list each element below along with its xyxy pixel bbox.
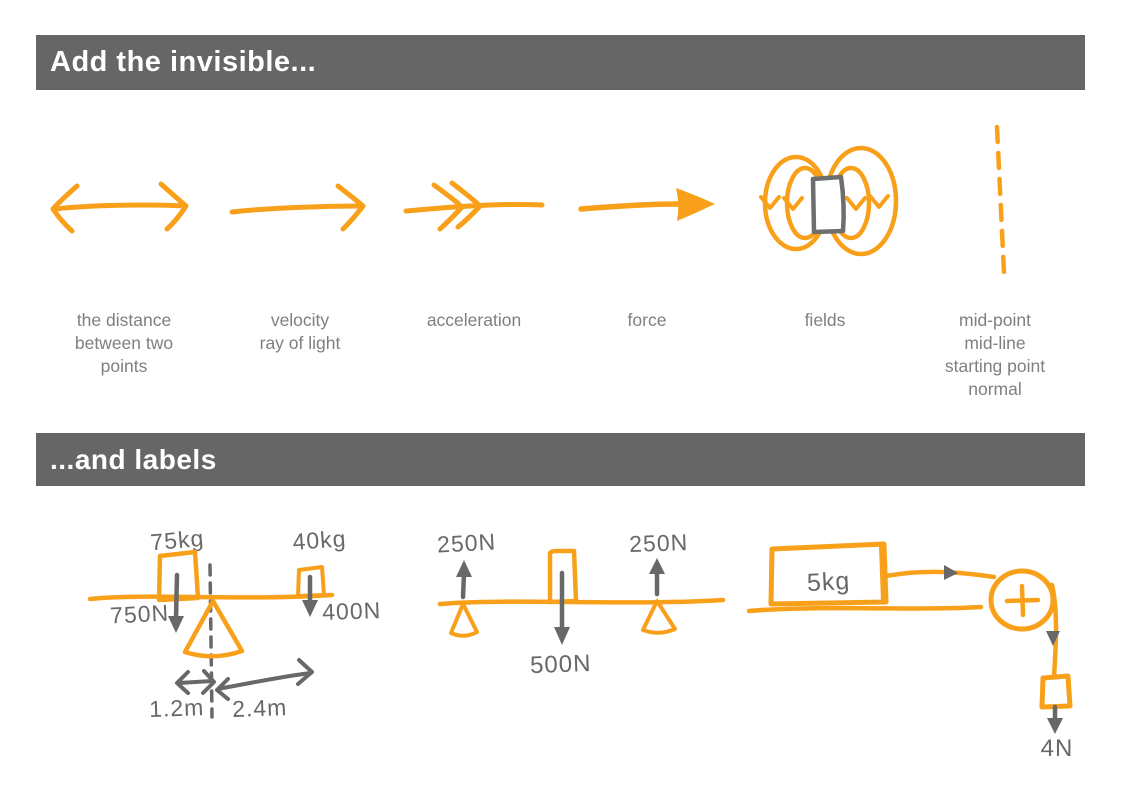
- label-distance: the distance between two points: [39, 309, 209, 378]
- seesaw-force-right-arrowhead: [302, 600, 318, 617]
- beam-reaction-right-label: 250N: [629, 529, 689, 557]
- label-reference-line2: mid-line: [964, 333, 1026, 353]
- distance-arrow-shaft: [52, 202, 188, 212]
- force-arrow-solid-head: [676, 188, 715, 221]
- velocity-arrow-shaft: [229, 203, 365, 215]
- pulley-mass-box-edge: [879, 545, 885, 603]
- beam-reaction-left-arrowhead: [456, 560, 472, 577]
- beam-reaction-right-arrowhead: [649, 558, 665, 574]
- seesaw-distance-right-arrowhead-right: [296, 658, 314, 686]
- seesaw-distance-right-label: 2.4m: [232, 694, 288, 722]
- magnet-bar: [810, 174, 846, 235]
- seesaw-mass-left-label: 75kg: [149, 525, 205, 556]
- seesaw-pivot-dashed-line: [208, 563, 214, 719]
- pulley-weight-label: 4N: [1041, 735, 1074, 762]
- label-fields: fields: [765, 309, 885, 332]
- label-reference-line1: mid-point: [959, 310, 1031, 330]
- seesaw-distance-right-arrow: [216, 671, 312, 691]
- label-force: force: [587, 309, 707, 332]
- seesaw-distance-left-arrow: [177, 679, 214, 685]
- pulley-table-line: [746, 604, 984, 614]
- beam-reaction-left-label: 250N: [436, 528, 496, 557]
- force-arrow-shaft: [578, 201, 683, 212]
- dashed-line: [994, 124, 1007, 276]
- section-header-top-text: Add the invisible...: [50, 46, 317, 78]
- field-arrow-left-outer: [759, 195, 781, 210]
- label-distance-line2: between two: [74, 333, 174, 353]
- seesaw-mass-right-label: 40kg: [292, 525, 348, 555]
- velocity-arrow-head: [335, 183, 366, 232]
- label-velocity-line1: velocity: [270, 310, 330, 330]
- pulley-axle-cross-v: [1019, 583, 1026, 618]
- beam-load-label: 500N: [530, 650, 592, 679]
- distance-arrow-right-head: [158, 181, 189, 232]
- section-header-add-invisible: Add the invisible...: [36, 35, 1085, 90]
- pulley-hanging-mass: [1039, 673, 1073, 710]
- dashed-reference-line-icon: [994, 124, 1007, 276]
- acceleration-arrow-icon: [403, 180, 545, 232]
- label-distance-line1: the distance: [76, 310, 172, 330]
- beam-load-arrowhead: [554, 627, 570, 645]
- label-acceleration: acceleration: [389, 309, 559, 332]
- seesaw-force-left-label: 750N: [109, 599, 169, 628]
- label-reference-line3: starting point: [944, 356, 1046, 376]
- label-velocity: velocity ray of light: [225, 309, 375, 355]
- acceleration-chevron-1: [431, 182, 465, 232]
- seesaw-beam: [87, 592, 335, 602]
- acceleration-arrow-shaft: [403, 201, 545, 214]
- distance-arrow-left-head: [50, 183, 80, 234]
- velocity-arrow-icon: [229, 183, 366, 232]
- pulley-mass-box: [768, 541, 889, 607]
- section-header-bottom-text: ...and labels: [50, 443, 217, 475]
- distance-double-arrow-icon: [50, 181, 189, 234]
- pulley-rope-horizontal: [883, 569, 997, 580]
- seesaw-distance-left-arrowhead-left: [175, 670, 190, 695]
- pulley-weight-arrowhead: [1047, 718, 1063, 734]
- seesaw-force-right-label: 400N: [322, 597, 382, 625]
- pulley-mass-label: 5kg: [806, 567, 851, 597]
- magnetic-field-icon: [759, 145, 899, 257]
- field-arrow-left-inner: [782, 196, 804, 211]
- label-acceleration-line1: acceleration: [426, 310, 522, 330]
- beam-support-right-triangle: [641, 599, 677, 635]
- seesaw-diagram: 75kg 40kg 750N 400N 1.2m 2.4m: [87, 525, 382, 722]
- seesaw-pivot-triangle: [182, 598, 245, 659]
- seesaw-distance-right-arrowhead-left: [215, 677, 230, 701]
- beam-load-box: [547, 548, 579, 605]
- label-velocity-line2: ray of light: [259, 333, 341, 353]
- label-distance-line3: points: [100, 356, 148, 376]
- pulley-rope-vertical: [1049, 582, 1059, 680]
- section-header-and-labels: ...and labels: [36, 433, 1085, 486]
- beam-bar: [437, 597, 726, 607]
- label-fields-line1: fields: [804, 310, 846, 330]
- acceleration-chevron-2: [449, 180, 483, 230]
- pulley-diagram: 5kg 4N: [746, 541, 1074, 762]
- label-force-line1: force: [627, 310, 667, 330]
- seesaw-force-left-arrow: [173, 572, 180, 622]
- field-arrow-right-outer: [868, 194, 890, 209]
- seesaw-distance-left-label: 1.2m: [149, 694, 205, 722]
- label-reference-lines: mid-point mid-line starting point normal: [915, 309, 1075, 401]
- label-reference-line4: normal: [968, 379, 1022, 399]
- pulley-rope-down-arrowhead: [1046, 631, 1060, 646]
- pulley-rope-right-arrowhead: [944, 565, 958, 580]
- beam-support-left-triangle: [449, 602, 479, 638]
- force-arrow-icon: [578, 188, 715, 221]
- field-arrow-right-inner: [845, 196, 867, 211]
- balanced-beam-diagram: 250N 250N 500N: [436, 528, 726, 679]
- seesaw-distance-left-arrowhead-right: [201, 669, 216, 695]
- seesaw-force-left-arrowhead: [168, 616, 184, 633]
